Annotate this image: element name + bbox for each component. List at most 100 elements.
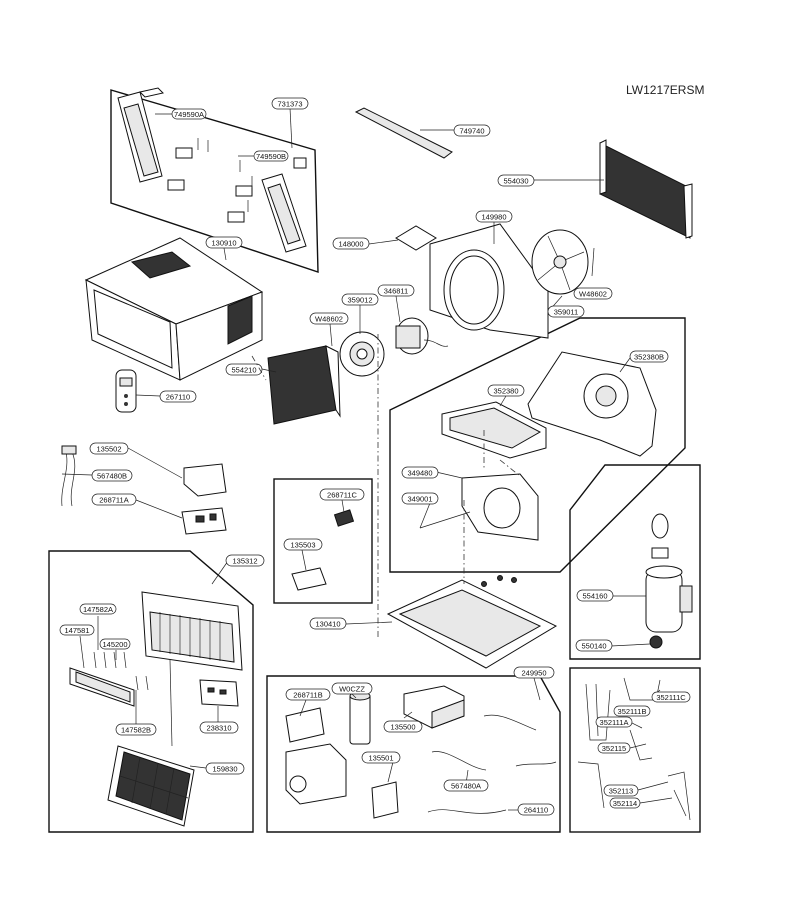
tag-135501: 135501 — [361, 751, 401, 764]
compressor — [645, 513, 693, 649]
svg-text:352111A: 352111A — [600, 718, 629, 727]
tag-359011: 359011 — [547, 305, 585, 318]
tag-554160: 554160 — [576, 589, 614, 602]
pcb-chip — [333, 509, 355, 527]
svg-text:352114: 352114 — [613, 799, 637, 808]
fan-motor — [395, 317, 449, 355]
tag-346811: 346811 — [377, 284, 415, 297]
svg-text:731373: 731373 — [277, 100, 302, 109]
tag-352380B: 352380B — [629, 350, 669, 363]
remote-control — [115, 369, 137, 413]
svg-text:148000: 148000 — [338, 240, 363, 249]
capacitor — [349, 691, 371, 745]
window-kit-frame — [110, 89, 319, 273]
tag-349480: 349480 — [401, 466, 439, 479]
air-guide — [441, 401, 547, 459]
evaporator-housing — [527, 351, 657, 457]
tag-567480A: 567480A — [443, 779, 489, 792]
svg-text:352380: 352380 — [493, 387, 518, 396]
assembly-guides — [251, 334, 521, 640]
svg-text:352380B: 352380B — [634, 353, 664, 362]
relay-box — [403, 685, 465, 729]
svg-text:135503: 135503 — [290, 541, 315, 550]
svg-text:554160: 554160 — [582, 592, 607, 601]
tag-149980: 149980 — [475, 210, 513, 223]
svg-text:567480A: 567480A — [451, 782, 481, 791]
front-panel — [141, 591, 243, 671]
svg-text:W48602: W48602 — [315, 315, 343, 324]
electrical-frame — [266, 675, 561, 833]
blower-wheel — [339, 331, 385, 377]
tag-238310: 238310 — [199, 721, 239, 734]
leader-lines — [61, 107, 673, 811]
svg-text:749590A: 749590A — [174, 110, 204, 119]
svg-text:238310: 238310 — [206, 724, 231, 733]
svg-text:145200: 145200 — [102, 640, 127, 649]
tag-352111C: 352111C — [651, 691, 691, 703]
window-kit-brackets — [167, 147, 307, 223]
svg-text:135500: 135500 — [390, 723, 415, 732]
cabinet — [84, 237, 264, 381]
svg-text:268711A: 268711A — [99, 496, 128, 505]
tag-349001: 349001 — [401, 492, 439, 505]
condenser-fan — [531, 229, 589, 295]
louver-set — [69, 667, 135, 707]
wire-harness-left — [61, 445, 77, 507]
tag-264110: 264110 — [517, 803, 555, 816]
svg-text:147581: 147581 — [64, 626, 89, 635]
tag-130910: 130910 — [205, 236, 243, 249]
piping-frame — [569, 667, 701, 833]
tag-135312: 135312 — [225, 554, 265, 567]
base-screws — [481, 575, 517, 587]
thermistor-holder — [371, 781, 399, 819]
svg-text:135501: 135501 — [368, 754, 393, 763]
tag-268711B: 268711B — [285, 688, 331, 701]
svg-text:W0CZZ: W0CZZ — [339, 685, 365, 694]
tag-W0CZZ: W0CZZ — [331, 682, 373, 695]
air-filter — [107, 745, 195, 827]
tag-130410: 130410 — [309, 617, 347, 630]
svg-text:268711B: 268711B — [293, 691, 322, 700]
control-frame — [419, 473, 539, 541]
tag-249950: 249950 — [513, 666, 555, 679]
tag-352111A: 352111A — [595, 716, 633, 728]
svg-text:135502: 135502 — [96, 445, 121, 454]
model-number: LW1217ERSM — [626, 83, 704, 97]
base-pan — [386, 579, 558, 669]
svg-text:349001: 349001 — [407, 495, 432, 504]
svg-text:352111B: 352111B — [618, 707, 647, 716]
tag-268711A: 268711A — [91, 493, 137, 506]
svg-text:352115: 352115 — [602, 744, 626, 753]
refrigerant-piping — [577, 677, 691, 821]
tag-567480B: 567480B — [91, 469, 133, 482]
svg-text:135312: 135312 — [232, 557, 257, 566]
tag-148000: 148000 — [332, 237, 370, 250]
tag-352380: 352380 — [487, 384, 525, 397]
svg-text:352113: 352113 — [609, 787, 633, 796]
svg-text:268711C: 268711C — [327, 491, 357, 500]
tag-352114: 352114 — [609, 797, 641, 809]
tag-359012: 359012 — [341, 293, 379, 306]
tag-147582B: 147582B — [115, 723, 157, 736]
svg-text:567480B: 567480B — [97, 472, 127, 481]
tag-749590A: 749590A — [171, 108, 207, 120]
tag-135500: 135500 — [383, 720, 423, 733]
svg-text:352111C: 352111C — [656, 693, 686, 702]
tag-268711C: 268711C — [319, 488, 365, 501]
compressor-frame — [569, 464, 701, 660]
tag-W48602-a: W48602 — [309, 312, 349, 325]
svg-text:749590B: 749590B — [256, 152, 286, 161]
svg-text:346811: 346811 — [384, 287, 408, 296]
tag-267110: 267110 — [159, 390, 197, 403]
display-pcb — [199, 679, 239, 707]
orifice-bracket — [395, 225, 437, 251]
tag-352113: 352113 — [603, 784, 639, 797]
left-curtain — [117, 87, 164, 183]
tag-749740: 749740 — [453, 124, 491, 137]
tag-147581: 147581 — [59, 624, 95, 636]
evaporator-coil — [267, 345, 341, 425]
svg-text:359012: 359012 — [347, 296, 372, 305]
tag-W48602-b: W48602 — [573, 287, 613, 300]
wire-harnesses — [427, 714, 557, 814]
pcb-frame — [273, 478, 373, 604]
